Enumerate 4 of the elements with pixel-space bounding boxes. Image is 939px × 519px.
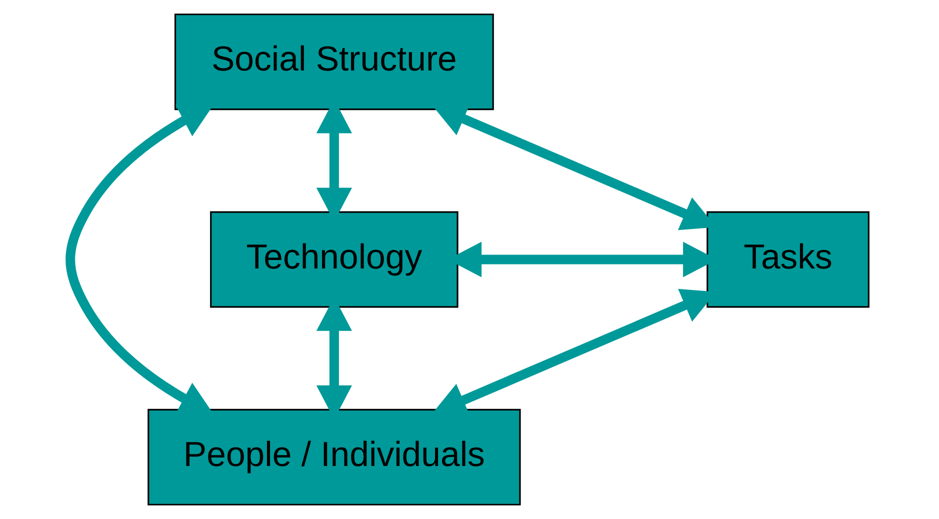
node-box: People / Individuals [148,408,521,506]
node-box: Tasks [706,211,870,308]
node-box: Technology [210,211,458,308]
node-box: Social Structure [174,14,494,110]
